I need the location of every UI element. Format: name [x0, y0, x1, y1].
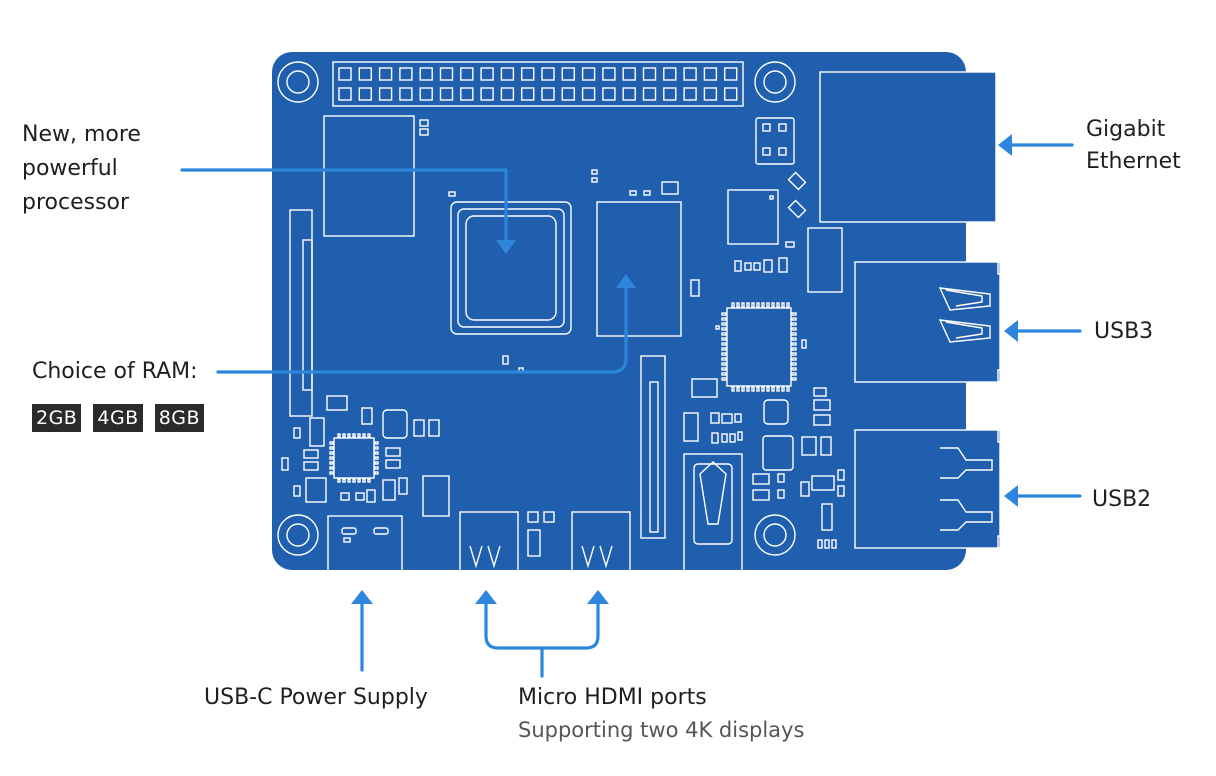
ethernet-label: Gigabit Ethernet: [1086, 114, 1186, 178]
usb3-label: USB3: [1094, 316, 1153, 348]
ram-options: 2GB 4GB 8GB: [32, 404, 204, 432]
ram-option-2gb: 2GB: [32, 404, 81, 432]
hdmi-sublabel: Supporting two 4K displays: [518, 714, 804, 746]
ethernet-port: [820, 72, 996, 222]
usb2-port: [855, 430, 1004, 548]
power-label: USB-C Power Supply: [204, 682, 428, 714]
usb2-label: USB2: [1092, 484, 1151, 516]
ram-option-8gb: 8GB: [155, 404, 204, 432]
ram-option-4gb: 4GB: [93, 404, 142, 432]
usb3-port: [855, 262, 1004, 382]
hdmi-label: Micro HDMI ports: [518, 682, 707, 714]
hdmi-arrow: [486, 600, 598, 676]
processor-label: New, more powerful processor: [22, 118, 162, 220]
ram-label: Choice of RAM:: [32, 356, 198, 388]
